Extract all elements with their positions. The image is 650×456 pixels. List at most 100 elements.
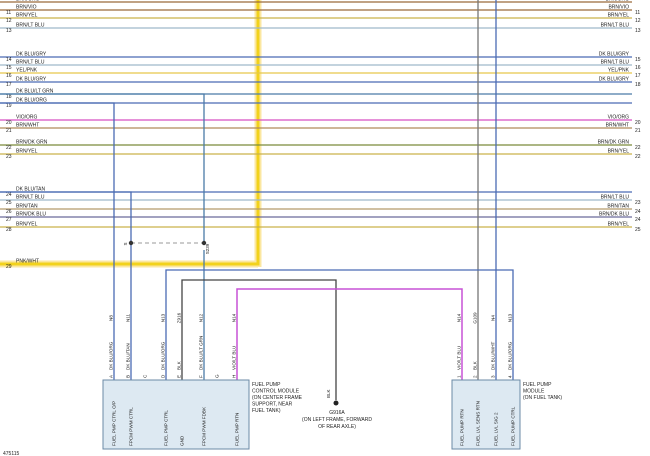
fpcm-pin-function: FUEL PMP CTRL O/P: [112, 401, 117, 446]
pump-pin-number: 1: [457, 375, 462, 378]
wire-number-right: 23: [635, 200, 641, 206]
splice-label-s: S: [123, 242, 128, 245]
wire-number-right: 24: [635, 209, 641, 215]
wire-number-right: 24: [635, 217, 641, 223]
wire-color-left: BRN/LT BLU: [16, 60, 45, 66]
wire-number-right: 21: [635, 128, 641, 134]
wire-color-left: BRN/LT BLU: [16, 23, 45, 29]
fpcm-label-line: FUEL PUMP: [252, 382, 281, 388]
pump-pin-wire-color: DK BLU/ORG: [508, 341, 513, 370]
wire-color-left: YEL/PNK: [16, 68, 38, 74]
wire-number-left: 12: [6, 18, 12, 24]
splice-label-s239: S239: [205, 243, 210, 254]
ground-location-line-2: OF REAR AXLE): [318, 424, 356, 430]
pump-pin-number: 2: [473, 375, 478, 378]
wire-number-right: 17: [635, 73, 641, 79]
wire-number-left: 16: [6, 73, 12, 79]
wire-number-left: 29: [6, 264, 12, 270]
wire-number-left: 27: [6, 217, 12, 223]
fpcm-pin-wire-color: VIO/LT BLU: [232, 346, 237, 370]
circuit-n11: [0, 191, 132, 380]
fpcm-circuits: [0, 93, 514, 400]
pump-pin-wire-color: VIO/LT BLU: [457, 346, 462, 370]
wire-color-right: VIO/ORG: [608, 115, 630, 121]
fpcm-pin-letter: B: [126, 375, 131, 378]
wire-number-right: 22: [635, 154, 641, 160]
wire-number-right: 25: [635, 227, 641, 233]
fpcm-pin-letter: F: [199, 375, 204, 378]
wire-number-left: 18: [6, 94, 12, 100]
splice-dot-s239: [201, 240, 207, 246]
pump-pin-function: FUEL LVL SENS RTN: [476, 401, 481, 446]
pump-connector-box: [451, 379, 521, 450]
wire-color-left: DK BLU/LT GRN: [16, 89, 54, 95]
wire-number-left: 23: [6, 154, 12, 160]
pump-circuit-id: N4: [491, 315, 496, 321]
pump-pin-function: FUEL PUMP RTN: [460, 409, 465, 446]
wire-color-right: BRN/TAN: [607, 204, 629, 210]
figure-id: 475115: [3, 451, 20, 456]
wire-color-right: BRN/WHT: [606, 123, 629, 129]
wire-number-right: 18: [635, 82, 641, 88]
wire-color-right: BRN/VIO: [608, 5, 629, 11]
wire-color-right: BRN/ORG: [606, 0, 629, 3]
fpcm-pin-letter: E: [177, 375, 182, 378]
fpcm-circuit-id: N11: [126, 314, 131, 323]
pump-pin-number: 4: [508, 375, 513, 378]
wire-color-left: DK BLU/GRY: [16, 77, 47, 83]
fpcm-pin-function: FPCM PWM CTRL: [129, 407, 134, 446]
wire-color-left: BRN/VIO: [16, 5, 37, 11]
wire-number-left: 13: [6, 28, 12, 34]
wire-color-left: BRN/ORG: [16, 0, 39, 3]
wire-color-right: BRN/DK GRN: [598, 140, 630, 146]
wire-number-left: 22: [6, 145, 12, 151]
wire-number-left: 24: [6, 192, 12, 198]
wire-color-right: BRN/LT BLU: [601, 23, 630, 29]
fpcm-pin-wire-color: DK BLU/ORG: [161, 341, 166, 370]
pump-pin-function: FUEL PUMP CTRL: [511, 406, 516, 446]
fpcm-pin-function: FPCM PWM FDBK: [202, 406, 207, 446]
highlighted-circuit: [0, 0, 262, 268]
fpcm-pin-wire-color: DK BLU/LT GRN: [199, 336, 204, 370]
wire-color-left: BRN/TAN: [16, 204, 38, 210]
pump-circuit-id: N14: [457, 313, 462, 322]
wire-number-left: 14: [6, 57, 12, 63]
pump-pin-function: FUEL LVL SIG 2: [494, 412, 499, 446]
ground-name: G916A: [329, 410, 345, 416]
wire-number-left: 26: [6, 209, 12, 215]
wire-number-right: 20: [635, 120, 641, 126]
ground-location-line-1: (ON LEFT FRAME, FORWARD: [302, 417, 372, 423]
fpcm-circuit-id: Z916: [177, 312, 182, 323]
right-vertical-wires: [477, 0, 497, 380]
fpcm-pin-letter: A: [109, 374, 114, 378]
circuit-z916: [181, 279, 337, 400]
wire-color-left: BRN/WHT: [16, 123, 39, 129]
circuit-n12-upper: [0, 93, 205, 242]
wire-color-right: DK BLU/GRY: [599, 52, 630, 58]
wire-color-left: BRN/YEL: [16, 13, 38, 19]
circuit-n13: [165, 269, 514, 380]
wire-color-right: BRN/LT BLU: [601, 60, 630, 66]
fpcm-circuit-id: N14: [232, 313, 237, 322]
ground-terminal: [333, 400, 339, 406]
wire-number-left: 21: [6, 128, 12, 134]
wire-color-right: DK BLU/GRY: [599, 77, 630, 83]
pump-pin-wire-color: DK BLU/WHT: [491, 341, 496, 370]
circuit-n14: [236, 288, 463, 380]
wire-number-right: 13: [635, 28, 641, 34]
ground-wire-color: BLK: [326, 389, 331, 398]
wire-color-left: DK BLU/ORG: [16, 98, 47, 104]
wire-color-right: BRN/LT BLU: [601, 195, 630, 201]
wire-number-right: 12: [635, 18, 641, 24]
fpcm-circuit-id: N13: [161, 313, 166, 322]
fpcm-label-line: (ON CENTER FRAME: [252, 395, 303, 401]
fpcm-circuit-id: N12: [199, 313, 204, 322]
pump-label-line: FUEL PUMP: [523, 382, 552, 388]
wire-number-right: 15: [635, 57, 641, 63]
fpcm-label-line: FUEL TANK): [252, 408, 281, 414]
